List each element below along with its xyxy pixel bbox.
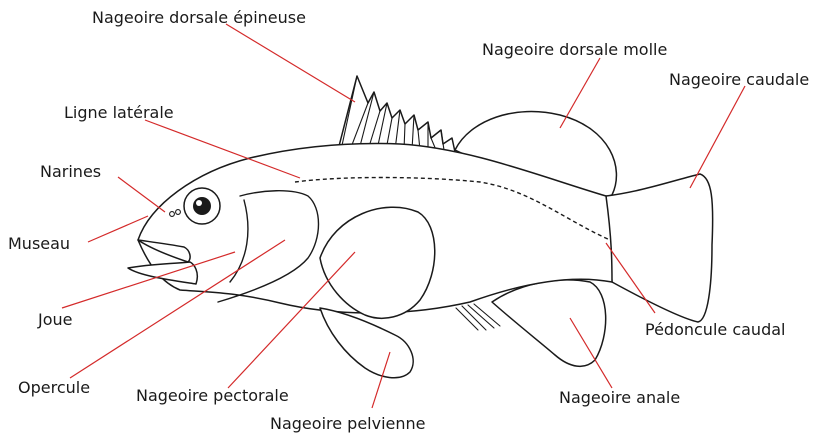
label-caudal-peduncle: Pédoncule caudal bbox=[645, 320, 785, 340]
label-nostrils: Narines bbox=[40, 162, 101, 182]
label-anal-fin: Nageoire anale bbox=[559, 388, 680, 408]
label-cheek: Joue bbox=[38, 310, 73, 330]
label-pectoral-fin: Nageoire pectorale bbox=[136, 386, 289, 406]
label-operculum: Opercule bbox=[18, 378, 90, 398]
caudal-fin bbox=[606, 174, 713, 322]
label-snout: Museau bbox=[8, 234, 70, 254]
pupil bbox=[193, 197, 211, 215]
label-soft-dorsal-fin: Nageoire dorsale molle bbox=[482, 40, 667, 60]
anal-fin bbox=[492, 280, 606, 366]
label-spiny-dorsal-fin: Nageoire dorsale épineuse bbox=[92, 8, 306, 28]
label-caudal-fin: Nageoire caudale bbox=[669, 70, 809, 90]
label-pelvic-fin: Nageoire pelvienne bbox=[270, 414, 426, 434]
label-lateral-line: Ligne latérale bbox=[64, 103, 174, 123]
lower-jaw bbox=[128, 262, 197, 284]
eye-highlight bbox=[196, 200, 202, 206]
anal-fin-spines bbox=[456, 304, 500, 330]
pelvic-fin bbox=[320, 308, 413, 378]
